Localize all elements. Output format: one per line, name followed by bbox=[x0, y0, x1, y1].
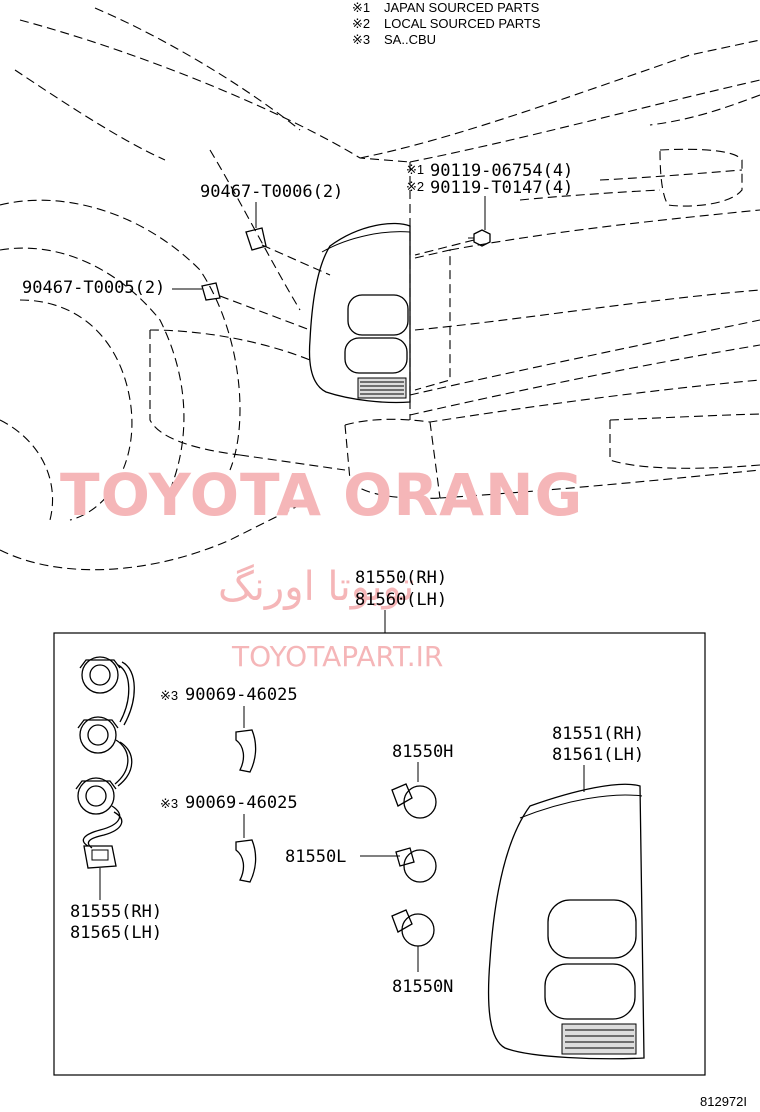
socket-3 bbox=[75, 777, 117, 815]
figure-code: 812972I bbox=[700, 1094, 747, 1109]
lens-rh-part-number: 81551(RH) bbox=[552, 724, 644, 744]
socket-wire-assembly: 81555(RH) 81565(LH) bbox=[70, 656, 162, 943]
bulb-n-part-number: 81550N bbox=[392, 977, 453, 997]
note-3-mark: ※3 bbox=[352, 32, 370, 47]
installed-rear-combination-lamp bbox=[308, 222, 411, 404]
bolt-local-mark: ※2 bbox=[406, 179, 424, 194]
bolt-japan-mark: ※1 bbox=[406, 162, 424, 177]
lamp-lens: 81551(RH) 81561(LH) bbox=[487, 724, 645, 1060]
socket-rh-part-number: 81555(RH) bbox=[70, 902, 162, 922]
watermark-persian: تویوتا اورنگ bbox=[218, 564, 414, 610]
clip-lower-part-number: 90467-T0005(2) bbox=[22, 278, 165, 298]
bolt-local-part-number: 90119-T0147(4) bbox=[430, 178, 573, 198]
note-1-mark: ※1 bbox=[352, 0, 370, 15]
bulb-l-part-number: 81550L bbox=[285, 847, 346, 867]
vehicle-callouts: ※1 90119-06754(4) ※2 90119-T0147(4) 9046… bbox=[22, 161, 573, 298]
watermark-site: TOYOTAPART.IR bbox=[231, 640, 443, 673]
installed-fasteners bbox=[201, 227, 491, 331]
exploded-view-frame bbox=[53, 632, 706, 1076]
note-3-text: SA..CBU bbox=[384, 32, 436, 47]
note-2-text: LOCAL SOURCED PARTS bbox=[384, 16, 541, 31]
assembly-lh-part-number: 81560(LH) bbox=[355, 590, 447, 610]
note-1-text: JAPAN SOURCED PARTS bbox=[384, 0, 540, 15]
bulb-l: 81550L bbox=[285, 847, 437, 883]
bulb-h: 81550H bbox=[391, 742, 453, 819]
lens-lh-part-number: 81561(LH) bbox=[552, 745, 644, 765]
note-2-mark: ※2 bbox=[352, 16, 370, 31]
assembly-callout: 81550(RH) 81560(LH) bbox=[355, 568, 447, 633]
clip-b: ※3 90069-46025 bbox=[160, 793, 298, 883]
socket-1 bbox=[79, 656, 121, 694]
socket-2 bbox=[77, 716, 119, 754]
bolt-japan-part-number: 90119-06754(4) bbox=[430, 161, 573, 181]
clip-b-mark: ※3 bbox=[160, 796, 178, 811]
clip-a: ※3 90069-46025 bbox=[160, 685, 298, 773]
watermarks: TOYOTA ORANG تویوتا اورنگ TOYOTAPART.IR bbox=[60, 461, 583, 673]
socket-lh-part-number: 81565(LH) bbox=[70, 923, 162, 943]
bulb-n: 81550N bbox=[391, 909, 453, 997]
legend-notes: ※1 JAPAN SOURCED PARTS ※2 LOCAL SOURCED … bbox=[352, 0, 541, 47]
clip-upper-part-number: 90467-T0006(2) bbox=[200, 182, 343, 202]
watermark-brand: TOYOTA ORANG bbox=[60, 461, 583, 529]
clip-a-part-number: 90069-46025 bbox=[185, 685, 298, 705]
bulb-h-part-number: 81550H bbox=[392, 742, 453, 762]
clip-b-part-number: 90069-46025 bbox=[185, 793, 298, 813]
clip-a-mark: ※3 bbox=[160, 688, 178, 703]
assembly-rh-part-number: 81550(RH) bbox=[355, 568, 447, 588]
